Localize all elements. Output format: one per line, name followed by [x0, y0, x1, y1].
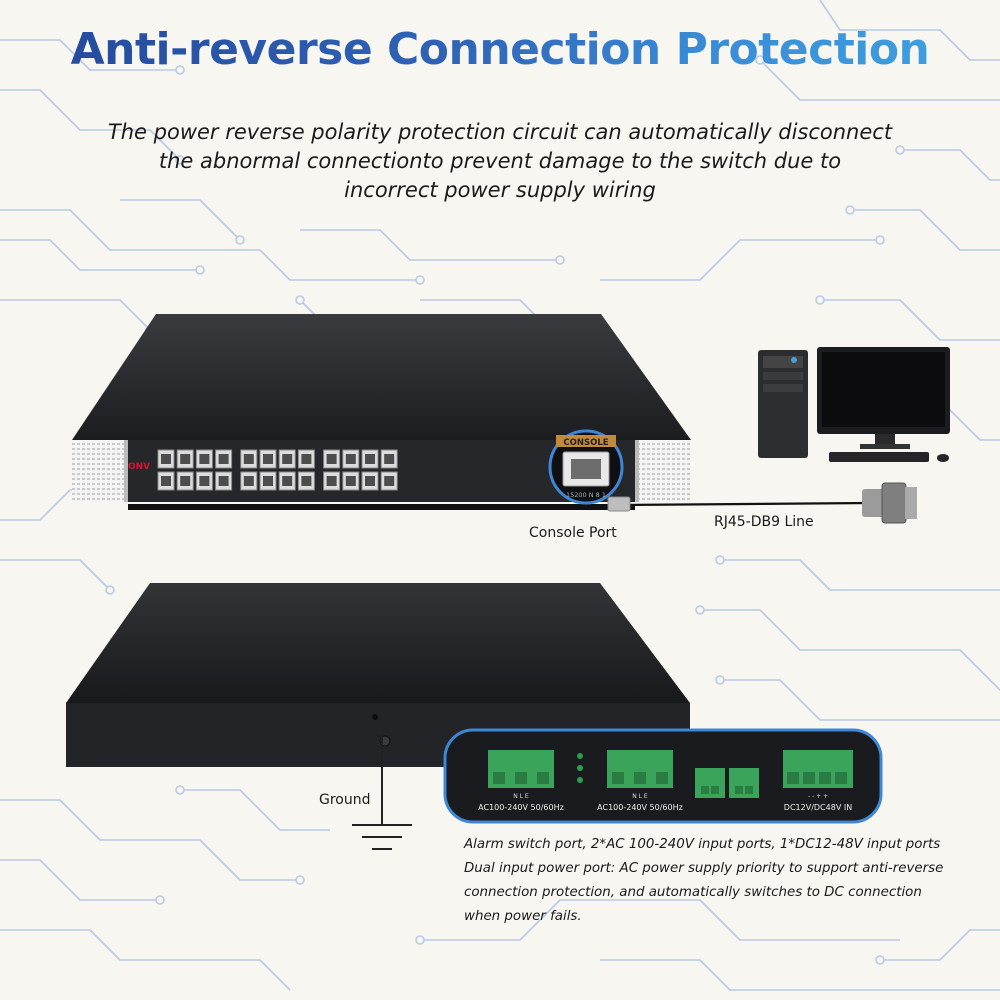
rj45-port-socket — [180, 476, 191, 486]
ac-terminal-1 — [488, 750, 554, 788]
rj45-port-socket — [263, 454, 273, 464]
dc-label: DC12V/DC48V IN — [784, 803, 852, 812]
rj45-port-socket — [161, 476, 171, 486]
rj45-port-block — [157, 449, 398, 491]
feature-description: Alarm switch port, 2*AC 100-240V input p… — [464, 833, 984, 929]
rj45-port-socket — [365, 476, 375, 486]
console-tag: CONSOLE — [563, 438, 608, 448]
ac-pins-2: N L E — [632, 793, 648, 800]
description-line: Alarm switch port, 2*AC 100-240V input p… — [464, 837, 941, 852]
console-port-label: Console Port — [529, 525, 617, 541]
rj45-port-socket — [345, 454, 356, 464]
rj45-port-socket — [345, 476, 356, 486]
ac-terminal-2 — [607, 750, 673, 788]
dc-pins: - - + + — [808, 793, 828, 800]
model-label: 15200 N 8 1 — [566, 491, 606, 499]
rj45-port-socket — [384, 454, 395, 464]
dc-terminal — [783, 750, 853, 788]
brand-logo: ONV — [128, 462, 150, 472]
subtitle-line: incorrect power supply wiring — [344, 178, 656, 202]
rj45-port-socket — [263, 476, 273, 486]
description-line: when power fails. — [464, 909, 582, 924]
rj45-port-socket — [161, 454, 171, 464]
computer-icon — [758, 347, 950, 462]
rj45-port-socket — [384, 476, 395, 486]
subtitle-line: The power reverse polarity protection ci… — [107, 120, 893, 144]
rj45-port-socket — [243, 454, 254, 464]
subtitle: The power reverse polarity protection ci… — [60, 118, 940, 205]
rj45-port-socket — [218, 476, 229, 486]
page-title: Anti-reverse Connection Protection — [0, 24, 1000, 75]
rj45-port-socket — [301, 476, 312, 486]
alarm-terminal — [695, 768, 759, 798]
cable-label: RJ45-DB9 Line — [714, 514, 814, 530]
rj45-port-socket — [199, 476, 210, 486]
ac-label-2: AC100-240V 50/60Hz — [597, 803, 683, 812]
ac-pins-1: N L E — [513, 793, 529, 800]
rj45-port-socket — [199, 454, 210, 464]
rj45-port-socket — [326, 454, 337, 464]
rj45-port-socket — [282, 476, 293, 486]
ground-label: Ground — [319, 792, 371, 808]
switch-front-image: CONSOLE 15200 N 8 1 ONV — [72, 314, 691, 510]
power-input-panel: N L E AC100-240V 50/60Hz N L E AC100-240… — [443, 728, 883, 824]
rj45-port-socket — [218, 454, 229, 464]
subtitle-line: the abnormal connectionto prevent damage… — [158, 149, 842, 173]
rj45-port-socket — [301, 454, 312, 464]
ac-label-1: AC100-240V 50/60Hz — [478, 803, 564, 812]
rj45-port-socket — [282, 454, 293, 464]
ground-icon — [352, 735, 412, 850]
rj45-db9-cable — [607, 482, 917, 524]
rj45-port-socket — [180, 454, 191, 464]
description-line: connection protection, and automatically… — [464, 885, 922, 900]
rj45-port-socket — [326, 476, 337, 486]
rj45-port-socket — [243, 476, 254, 486]
rj45-port-socket — [365, 454, 375, 464]
description-line: Dual input power port: AC power supply p… — [464, 861, 944, 876]
